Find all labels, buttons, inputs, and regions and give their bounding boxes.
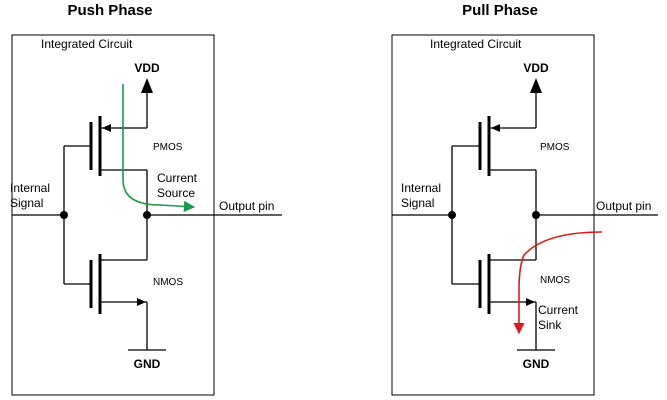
push-pmos-transistor xyxy=(64,116,148,215)
pull-nmos-transistor xyxy=(452,215,537,350)
push-phase-title: Push Phase xyxy=(67,2,152,19)
push-input-label-line1: Internal xyxy=(10,181,50,195)
push-input-label-line2: Signal xyxy=(10,196,43,210)
pull-phase-panel: Pull Phase Integrated Circuit VDD PMOS I… xyxy=(391,2,658,396)
push-ic-label: Integrated Circuit xyxy=(41,37,133,51)
push-vdd-label: VDD xyxy=(134,61,160,75)
pull-vdd-symbol xyxy=(530,78,542,128)
pull-input-junction xyxy=(448,211,456,219)
push-nmos-label: NMOS xyxy=(153,277,183,288)
pull-current-sink-arrow xyxy=(513,231,603,335)
push-nmos-transistor xyxy=(64,215,148,350)
push-output-label: Output pin xyxy=(219,199,274,213)
pull-current-label-line2: Sink xyxy=(538,318,562,332)
push-pmos-label: PMOS xyxy=(153,142,183,153)
pull-current-label-line1: Current xyxy=(538,303,579,317)
pull-pmos-label: PMOS xyxy=(540,142,570,153)
pull-input-label-line2: Signal xyxy=(401,196,434,210)
pull-phase-title: Pull Phase xyxy=(462,2,538,19)
push-current-label-line1: Current xyxy=(157,171,198,185)
pull-gnd-label: GND xyxy=(523,357,550,371)
pull-nmos-label: NMOS xyxy=(540,275,570,286)
push-gnd-label: GND xyxy=(134,357,161,371)
pull-vdd-label: VDD xyxy=(523,61,549,75)
push-vdd-symbol xyxy=(141,78,153,128)
push-phase-panel: Push Phase Integrated Circuit VDD PMOS I… xyxy=(10,2,282,396)
pull-pmos-transistor xyxy=(452,116,537,215)
push-current-label-line2: Source xyxy=(157,186,195,200)
push-input-junction xyxy=(60,211,68,219)
pull-output-label: Output pin xyxy=(596,199,651,213)
push-current-source-arrow xyxy=(122,84,196,212)
pull-input-label-line1: Internal xyxy=(401,181,441,195)
pull-ic-label: Integrated Circuit xyxy=(430,37,522,51)
